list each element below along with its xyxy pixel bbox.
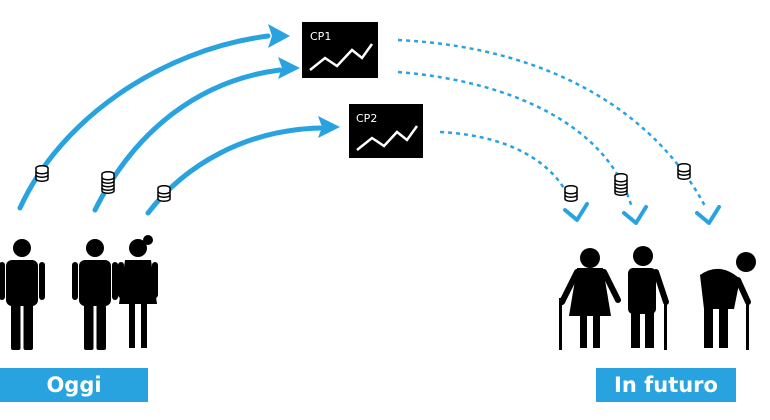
elderly-person-icon — [628, 246, 669, 350]
elderly-person-icon — [559, 248, 621, 350]
chart-icon — [309, 43, 374, 71]
arrow-icon — [439, 130, 574, 206]
arrow-icon — [695, 205, 721, 225]
coin-stack-icon — [35, 165, 49, 182]
fund-label: CP2 — [356, 112, 377, 125]
arrow-icon — [318, 116, 340, 138]
arrow-icon — [145, 125, 323, 216]
fund-cp2: CP2 — [349, 104, 423, 158]
coin-stack-icon — [564, 185, 578, 202]
chart-icon — [356, 125, 419, 151]
person-icon — [118, 235, 158, 348]
coin-stack-icon — [677, 163, 691, 180]
person-icon — [72, 239, 118, 350]
payout-arrows — [397, 38, 708, 209]
arrow-icon — [563, 202, 589, 222]
coin-stack-icon — [101, 171, 115, 194]
coin-stack-icon — [157, 185, 171, 202]
arrow-icon — [278, 57, 300, 79]
person-icon — [0, 239, 45, 350]
label-future: In futuro — [596, 368, 736, 402]
coin-stack-icon — [614, 173, 628, 196]
arrow-icon — [268, 24, 290, 48]
fund-cp1: CP1 — [302, 22, 378, 78]
label-today: Oggi — [0, 368, 148, 402]
arrow-icon — [17, 33, 271, 211]
arrow-icon — [397, 38, 708, 209]
elderly-group — [559, 246, 756, 350]
arrow-icon — [397, 70, 634, 209]
fund-label: CP1 — [310, 30, 331, 43]
arrow-icon — [622, 205, 648, 225]
elderly-person-icon — [700, 252, 756, 350]
